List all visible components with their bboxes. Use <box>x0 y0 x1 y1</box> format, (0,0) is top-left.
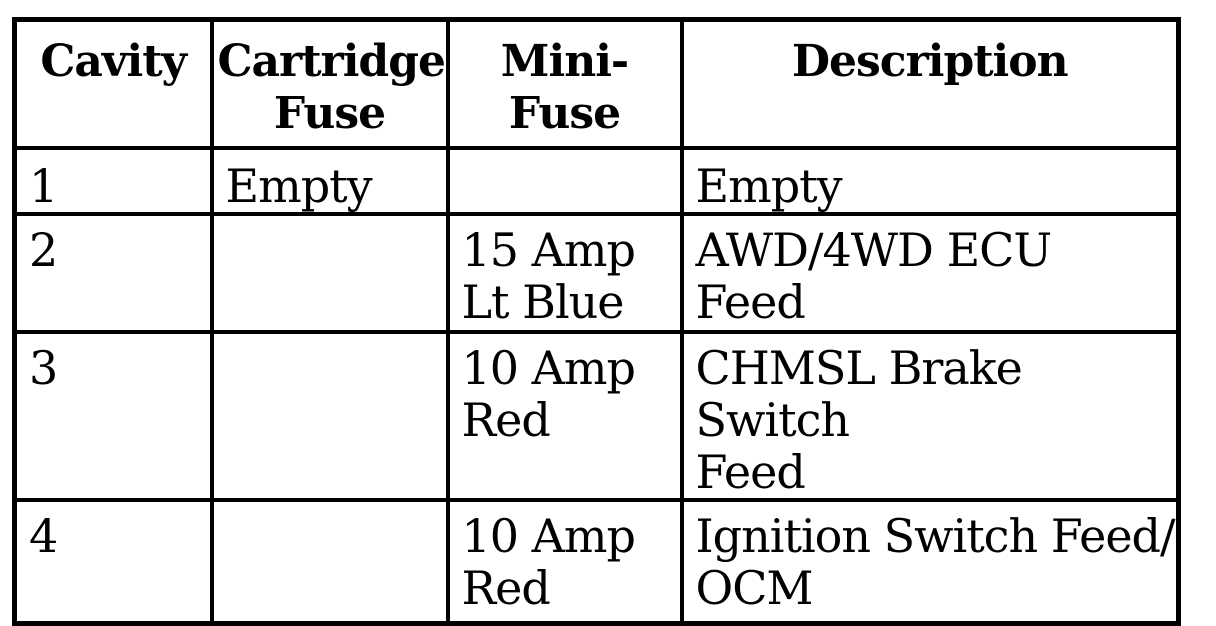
cell-mini-fuse: 15 Amp Lt Blue <box>445 212 684 334</box>
cell-mini-fuse: 10 Amp Red <box>445 498 684 625</box>
table-row: 3 10 Amp Red CHMSL Brake Switch Feed <box>12 330 1181 502</box>
cell-cartridge-fuse <box>209 330 450 502</box>
cell-description: AWD/4WD ECU Feed <box>679 212 1181 334</box>
fuse-table-container: Cavity Cartridge Fuse Mini- Fuse Descrip… <box>12 17 1181 626</box>
cell-cavity: 2 <box>12 212 214 334</box>
cell-cartridge-fuse <box>209 498 450 625</box>
cell-cartridge-fuse: Empty <box>209 146 450 216</box>
cell-mini-fuse <box>445 146 684 216</box>
table-row: 4 10 Amp Red Ignition Switch Feed/ OCM <box>12 498 1181 625</box>
header-cartridge-fuse: Cartridge Fuse <box>209 17 450 150</box>
header-mini-fuse: Mini- Fuse <box>445 17 684 150</box>
table-header-row: Cavity Cartridge Fuse Mini- Fuse Descrip… <box>12 17 1181 150</box>
cell-cavity: 4 <box>12 498 214 625</box>
header-description: Description <box>679 17 1181 150</box>
cell-description: Empty <box>679 146 1181 216</box>
table-row: 1 Empty Empty <box>12 146 1181 216</box>
cell-cartridge-fuse <box>209 212 450 334</box>
table-row: 2 15 Amp Lt Blue AWD/4WD ECU Feed <box>12 212 1181 334</box>
header-cavity: Cavity <box>12 17 214 150</box>
cell-mini-fuse: 10 Amp Red <box>445 330 684 502</box>
cell-cavity: 1 <box>12 146 214 216</box>
cell-cavity: 3 <box>12 330 214 502</box>
cell-description: CHMSL Brake Switch Feed <box>679 330 1181 502</box>
fuse-table: Cavity Cartridge Fuse Mini- Fuse Descrip… <box>12 17 1181 626</box>
cell-description: Ignition Switch Feed/ OCM <box>679 498 1181 625</box>
